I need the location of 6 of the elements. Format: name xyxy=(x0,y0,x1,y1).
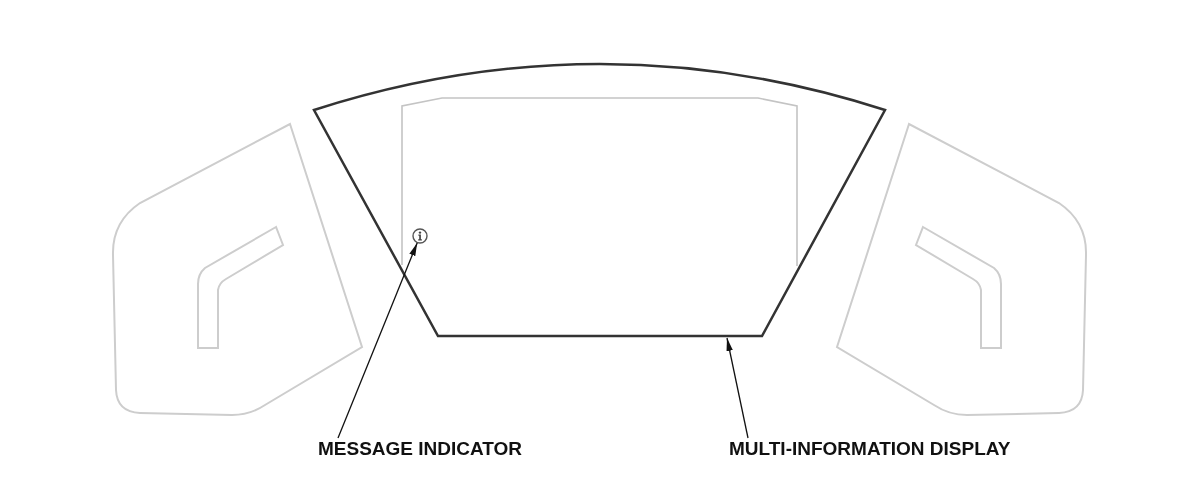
display-outline xyxy=(312,62,888,338)
info-icon xyxy=(412,228,428,244)
part-label: MESSAGE INDICATOR xyxy=(318,438,523,460)
leader-line xyxy=(726,337,749,439)
part-label: MULTI-INFORMATION DISPLAY xyxy=(729,438,1011,460)
leader-line xyxy=(337,242,418,439)
